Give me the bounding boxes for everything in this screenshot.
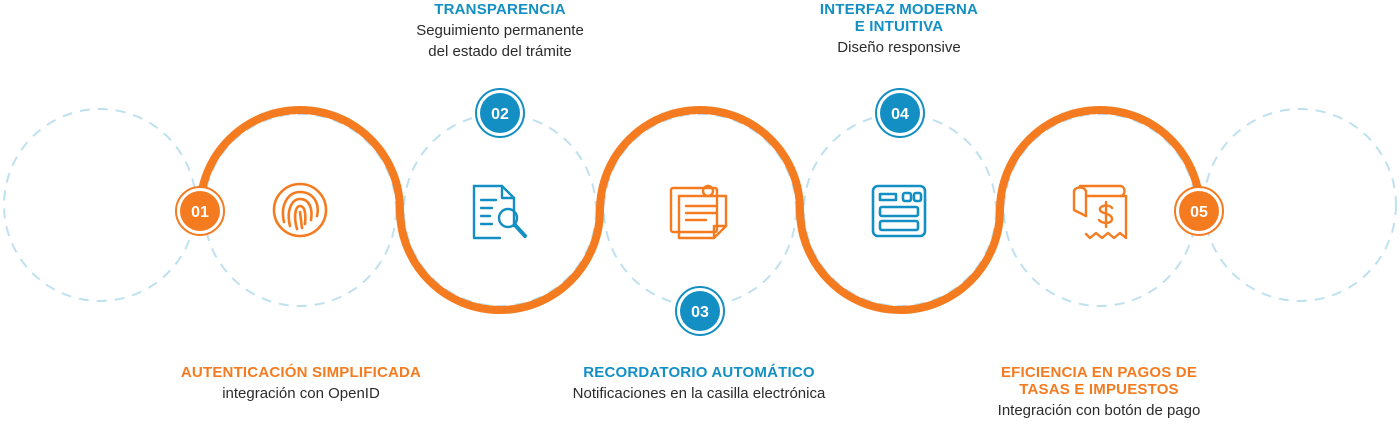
sticky-notes-icon	[669, 184, 728, 240]
dashed-ring-4	[803, 113, 997, 307]
step-badge-04-number: 04	[891, 106, 909, 123]
step-badge-04: 04	[875, 88, 925, 138]
step-03-title: RECORDATORIO AUTOMÁTICO	[573, 364, 826, 381]
step-badge-03-number: 03	[691, 304, 709, 321]
step-04-description: Diseño responsive	[820, 37, 978, 58]
step-03-caption: RECORDATORIO AUTOMÁTICO Notificaciones e…	[573, 364, 826, 404]
step-04-title: INTERFAZ MODERNA E INTUITIVA	[820, 1, 978, 35]
step-02-title-line: TRANSPARENCIA	[434, 1, 566, 18]
step-02-description-line-2: del estado del trámite	[428, 43, 572, 60]
step-05-title-line-2: TASAS E IMPUESTOS	[1019, 381, 1179, 398]
step-03-description: Notificaciones en la casilla electrónica	[573, 383, 826, 404]
step-02-description-line-1: Seguimiento permanente	[416, 22, 584, 39]
wave-connector	[196, 106, 1204, 314]
step-02-title: TRANSPARENCIA	[416, 1, 584, 18]
step-badge-05-number: 05	[1190, 204, 1208, 221]
step-01-caption: AUTENTICACIÓN SIMPLIFICADA integración c…	[181, 364, 421, 404]
step-04-title-line-1: INTERFAZ MODERNA	[819, 1, 979, 18]
step-05-title: EFICIENCIA EN PAGOS DE TASAS E IMPUESTOS	[998, 364, 1201, 398]
step-badge-02-number: 02	[491, 106, 509, 123]
step-badge-03: 03	[675, 286, 725, 336]
step-03-title-line: RECORDATORIO AUTOMÁTICO	[583, 364, 815, 381]
fingerprint-icon	[272, 182, 328, 238]
step-01-title: AUTENTICACIÓN SIMPLIFICADA	[181, 364, 421, 381]
dashed-ring-2	[403, 113, 597, 307]
dashed-ring-3	[603, 113, 797, 307]
step-badge-01-number: 01	[191, 204, 209, 221]
step-badge-02: 02	[475, 88, 525, 138]
dashed-ring-left-edge	[3, 108, 197, 302]
interface-layout-icon	[871, 184, 927, 238]
dashed-ring-1	[203, 113, 397, 307]
step-05-title-line-1: EFICIENCIA EN PAGOS DE	[1000, 364, 1198, 381]
step-badge-05: 05	[1174, 186, 1224, 236]
step-01-description: integración con OpenID	[181, 383, 421, 404]
step-05-description-line: Integración con botón de pago	[997, 402, 1201, 419]
dashed-ring-right-edge	[1203, 108, 1397, 302]
payment-receipt-icon	[1072, 184, 1128, 240]
step-04-caption: INTERFAZ MODERNA E INTUITIVA Diseño resp…	[820, 1, 978, 58]
step-04-description-line: Diseño responsive	[837, 39, 961, 56]
step-01-description-line: integración con OpenID	[222, 385, 380, 402]
step-01-title-line: AUTENTICACIÓN SIMPLIFICADA	[180, 364, 422, 381]
step-badge-01: 01	[175, 186, 225, 236]
step-05-caption: EFICIENCIA EN PAGOS DE TASAS E IMPUESTOS…	[998, 364, 1201, 421]
document-search-icon	[472, 184, 527, 240]
step-02-caption: TRANSPARENCIA Seguimiento permanente del…	[416, 1, 584, 62]
step-03-description-line: Notificaciones en la casilla electrónica	[572, 385, 826, 402]
step-05-description: Integración con botón de pago	[998, 400, 1201, 421]
step-04-title-line-2: E INTUITIVA	[854, 18, 944, 35]
step-02-description: Seguimiento permanente del estado del tr…	[416, 20, 584, 62]
